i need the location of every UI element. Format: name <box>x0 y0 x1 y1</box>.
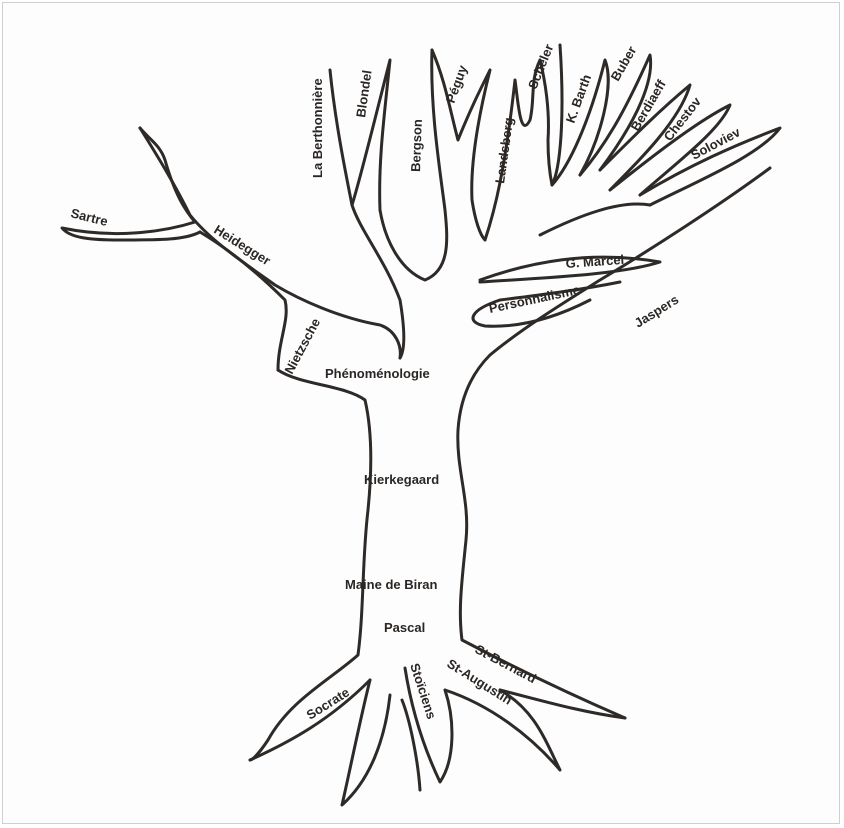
label-soloviev: Soloviev <box>688 124 743 163</box>
label-marcel: G. Marcel <box>565 252 624 271</box>
label-kierkegaard: Kierkegaard <box>364 472 439 487</box>
label-jaspers: Jaspers <box>632 292 682 331</box>
label-peguy: Péguy <box>443 63 471 106</box>
root-center-inner <box>402 700 420 790</box>
label-nietzsche: Nietzsche <box>281 316 323 377</box>
label-scheler: Scheler <box>525 42 557 91</box>
branch-lower-inner <box>540 204 650 235</box>
label-maine-de-biran: Maine de Biran <box>345 577 438 592</box>
label-sartre: Sartre <box>69 205 109 229</box>
trunk-left-outline <box>250 370 371 760</box>
label-bergson: Bergson <box>408 119 425 172</box>
label-phenomenologie: Phénoménologie <box>325 366 430 381</box>
label-stoiciens: Stoïciens <box>407 661 439 721</box>
label-blondel: Blondel <box>353 69 374 118</box>
label-berthonniere: La Berthonnière <box>310 78 325 178</box>
trunk-right-outline <box>458 168 770 718</box>
label-pascal: Pascal <box>384 620 425 635</box>
label-barth: K. Barth <box>563 72 594 125</box>
label-buber: Buber <box>608 43 640 83</box>
label-landsberg: Landsberg <box>492 116 516 184</box>
branch-heidegger-upper <box>140 128 400 358</box>
